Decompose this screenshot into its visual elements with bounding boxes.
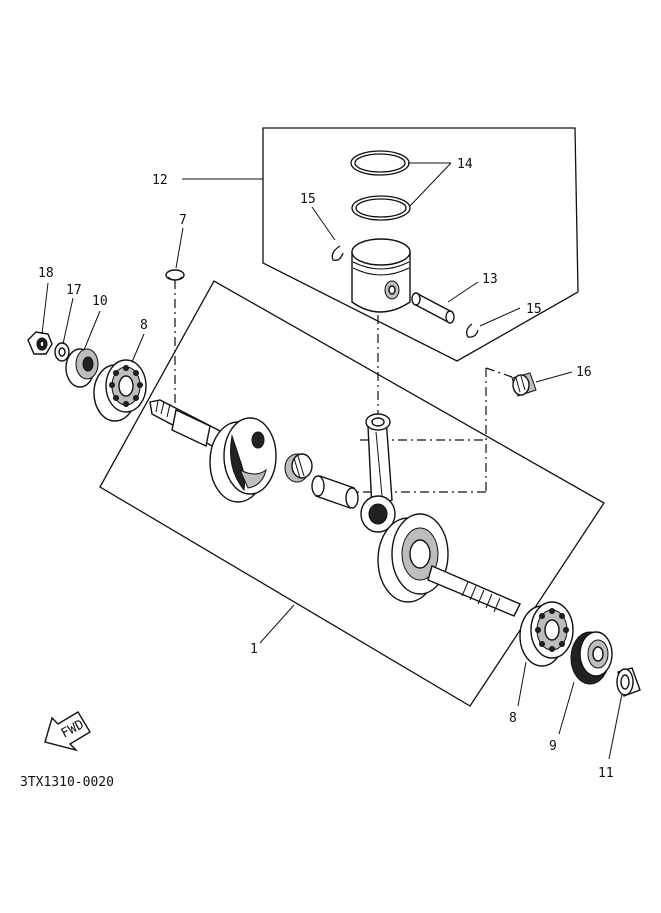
callout-16: 16 xyxy=(576,365,592,380)
crankshaft-assembly-group-box xyxy=(99,280,605,707)
callout-13: 13 xyxy=(482,272,498,287)
woodruff-key xyxy=(165,269,185,281)
callout-labels: 1 7 8 8 9 10 11 12 13 14 15 15 16 17 18 xyxy=(38,157,614,781)
callout-8-left: 8 xyxy=(140,318,148,333)
piston-kit-group-box xyxy=(262,127,579,362)
callout-1: 1 xyxy=(250,642,258,657)
crankshaft-right-half xyxy=(377,513,521,617)
big-end-bearing xyxy=(284,453,313,483)
crankshaft-left-half xyxy=(149,399,277,503)
forward-arrow-icon: FWD xyxy=(44,711,91,752)
circlip-left xyxy=(331,245,344,261)
nut xyxy=(27,331,53,355)
callout-7: 7 xyxy=(179,213,187,228)
piston-pin xyxy=(411,292,455,324)
callout-17: 17 xyxy=(66,283,82,298)
circlip-right xyxy=(466,323,479,338)
callout-9: 9 xyxy=(549,739,557,754)
callout-14: 14 xyxy=(457,157,473,172)
callout-8-right: 8 xyxy=(509,711,517,726)
diagram-code: 3TX1310-0020 xyxy=(20,775,114,790)
small-end-needle-bearing xyxy=(511,372,537,397)
callout-10: 10 xyxy=(92,294,108,309)
callout-18: 18 xyxy=(38,266,54,281)
spacer xyxy=(616,667,641,697)
crank-pin xyxy=(311,475,359,509)
bearing-right xyxy=(519,601,574,667)
piston xyxy=(351,238,411,313)
callout-15-right: 15 xyxy=(526,302,542,317)
callout-15-left: 15 xyxy=(300,192,316,207)
washer xyxy=(54,342,70,362)
piston-rings xyxy=(350,150,411,221)
leader-lines xyxy=(41,162,623,760)
callout-12: 12 xyxy=(152,173,168,188)
connecting-rod xyxy=(360,413,396,533)
oil-seal-left xyxy=(65,348,99,388)
oil-seal-right xyxy=(570,631,613,685)
bearing-left xyxy=(93,359,147,422)
callout-11: 11 xyxy=(598,766,614,781)
